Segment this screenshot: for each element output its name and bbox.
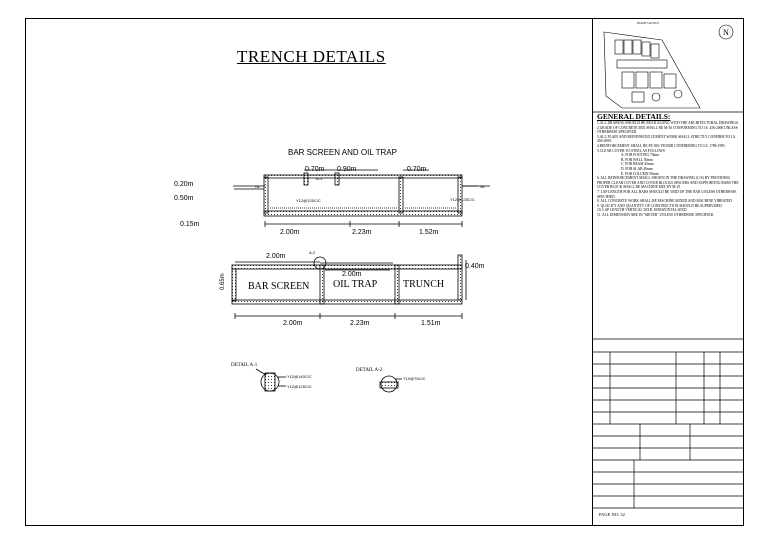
section-marker-a2: A-2 [309,250,316,255]
note-item: 10. LAP LENGTH VERTICAL 50XD, HORIZONTAL… [597,208,687,213]
notes-heading: GENERAL DETAILS: [597,112,671,121]
rebar-top-1: Y12@125C/C [296,198,321,203]
note-item: D. FOR SLAB 40mm [621,166,653,171]
note-item: 4.REINFORCEMENT SHALL BE FE 500- FE500D … [597,143,726,148]
drawing-sheet-border [25,18,744,526]
box-oil-trap: OIL TRAP [333,279,378,290]
title-block [592,18,744,526]
section-subtitle: BAR SCREEN AND OIL TRAP [288,148,397,157]
level-3: 0.15m [180,221,200,228]
dim-top-1: 0.70m [305,166,325,173]
detail-a1-rebar-1: Y12@140C/C [287,374,312,379]
len-top-3: 1.52m [419,229,439,236]
len-top-2: 2.23m [352,229,372,236]
note-item: B. FOR WALL 50mm [621,157,653,162]
note-item: 1.ALL DRAWING SHOULD BE READ ALONG WITH … [597,121,739,125]
north-letter: N [723,28,729,37]
north-arrow-icon [718,24,734,40]
detail-a1-label: DETAIL A-1 [231,363,258,368]
note-item: 6. ALL REINFORCEMENT SHALL SHOWN IN THE … [597,176,739,190]
note-item: A. FOR FOOTING 75mm [621,153,660,158]
plan-width-3: 0.40m [465,263,485,270]
profile-section [233,169,490,227]
note-item: C. FOR BEAM 45mm [621,162,654,167]
detail-a1-rebar-2: Y12@125C/C [287,384,312,389]
section-marker-a1: A-1 [316,176,323,181]
gl-right: GL [480,184,486,189]
plan-depth: 0.65m [220,273,226,290]
drawing-title: TRENCH DETAILS [237,47,386,66]
note-item: 9. QUALITY AND QUANTITY OF CONSTRUCTION … [597,203,723,208]
len-top-1: 2.00m [280,229,300,236]
detail-a2-rebar-1: Y10@75C/C [403,376,426,381]
detail-a2 [379,375,402,393]
note-item: 5.CLEAR COVER TO STEEL AS FOLLOWS [597,148,665,153]
title-block-lines [592,111,744,509]
note-item: 11. ALL DIMENSION ARE IN "METER" UNLESS … [597,212,715,217]
detail-a2-label: DETAIL A-2 [356,368,383,373]
general-notes: GENERAL DETAILS: 1.ALL DRAWING SHOULD BE… [597,113,739,217]
note-item: 3.ALL PLAIN AND REINFORCED CEMENT WORK S… [597,134,737,144]
plan-len-1: 2.00m [283,320,303,327]
plan-section [231,254,467,319]
rebar-top-2: Y12@125C/C [450,197,475,202]
plan-width-1: 2.00m [266,253,286,260]
plan-len-2: 2.23m [350,320,370,327]
note-item: E. FOR COLUMN 50mm [621,171,659,176]
gl-left: GL [255,184,261,189]
box-trunch: TRUNCH [403,279,444,290]
note-item: 8. ALL CONCRETE WORK SHALL BE MACHINE MI… [597,199,732,204]
note-item: 2.GRADE OF CONCRETE MIX SHALL BE M-30 CO… [597,125,738,135]
note-item: 7. LAP LENGTH FOR ALL BARS SHOULD BE 50X… [597,189,737,199]
detail-a1 [255,368,286,392]
box-bar-screen: BAR SCREEN [248,281,309,292]
level-2: 0.50m [174,195,194,202]
plan-width-2: 2.00m [342,271,362,278]
plan-len-3: 1.51m [421,320,441,327]
site-plan-label: PLANT LAYOUT [637,21,659,25]
level-1: 0.20m [174,181,194,188]
site-plan-sketch [603,24,734,109]
dim-top-2: 0.90m [337,166,357,173]
dim-top-3: 0.70m [407,166,427,173]
page-number: PAGE NO: 32 [599,512,625,517]
